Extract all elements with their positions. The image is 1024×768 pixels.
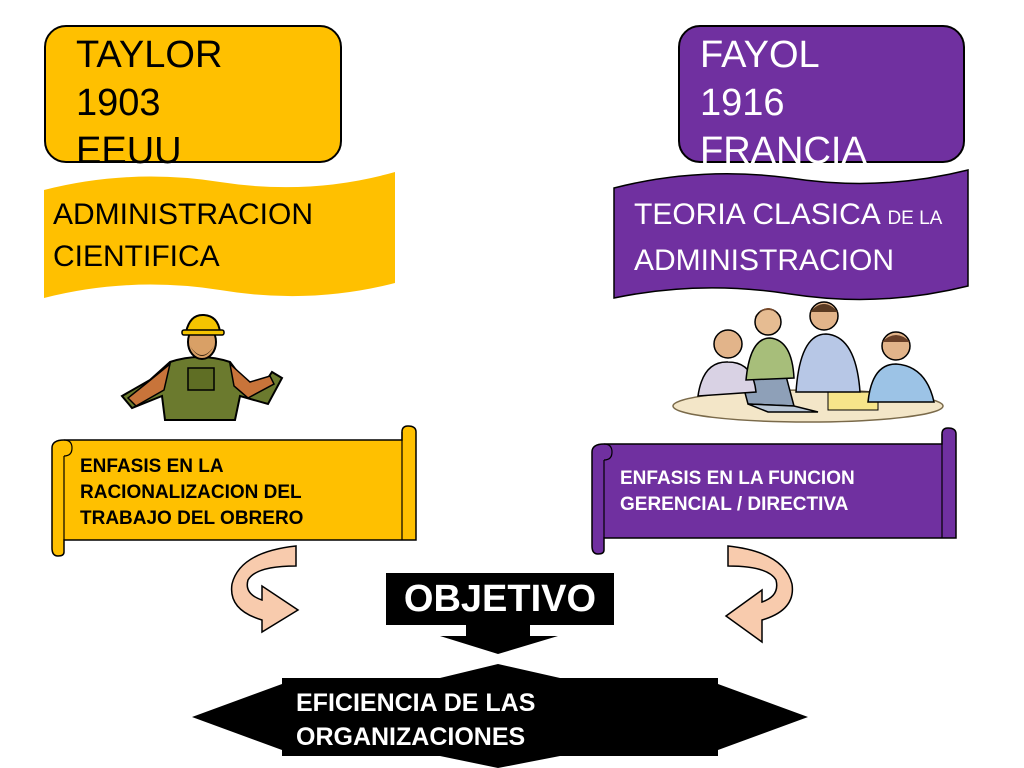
taylor-scroll-line1: ENFASIS EN LA	[80, 456, 224, 477]
taylor-year: 1903	[76, 82, 161, 124]
fayol-country: FRANCIA	[700, 130, 867, 172]
result-text: EFICIENCIA DE LAS ORGANIZACIONES	[296, 686, 535, 754]
fayol-banner-text: TEORIA CLASICA DE LA ADMINISTRACION	[634, 194, 968, 282]
fayol-scroll-text: ENFASIS EN LA FUNCION GERENCIAL / DIRECT…	[620, 466, 855, 518]
taylor-box: TAYLOR 1903 EEUU	[44, 25, 342, 172]
fayol-scroll-line2: GERENCIAL / DIRECTIVA	[620, 494, 849, 515]
result-line1: EFICIENCIA DE LAS	[296, 689, 536, 717]
taylor-scroll-text: ENFASIS EN LA RACIONALIZACION DEL TRABAJ…	[80, 454, 303, 532]
fayol-box: FAYOL 1916 FRANCIA	[678, 25, 965, 172]
objective-label: OBJETIVO	[403, 578, 597, 620]
construction-worker-icon	[120, 313, 284, 421]
taylor-banner-line1: ADMINISTRACION	[53, 198, 314, 231]
fayol-name: FAYOL	[700, 34, 820, 76]
taylor-scroll-line3: TRABAJO DEL OBRERO	[80, 508, 304, 529]
taylor-banner-text: ADMINISTRACION CIENTIFICA	[53, 194, 313, 278]
fayol-banner-line2: ADMINISTRACION	[634, 244, 895, 277]
fayol-banner-line1: TEORIA CLASICA DE LA	[634, 194, 968, 240]
fayol-banner-line1-small: DE LA	[887, 208, 943, 229]
objective-box: OBJETIVO	[386, 573, 614, 625]
taylor-name: TAYLOR	[76, 34, 223, 76]
fayol-scroll-line1: ENFASIS EN LA FUNCION	[620, 468, 855, 489]
office-team-icon	[672, 301, 944, 423]
taylor-scroll-line2: RACIONALIZACION DEL	[80, 482, 302, 503]
fayol-banner-line1-main: TEORIA CLASICA	[634, 198, 880, 231]
result-line2: ORGANIZACIONES	[296, 723, 526, 751]
taylor-banner-line2: CIENTIFICA	[53, 240, 220, 273]
fayol-year: 1916	[700, 82, 785, 124]
taylor-country: EEUU	[76, 130, 182, 172]
